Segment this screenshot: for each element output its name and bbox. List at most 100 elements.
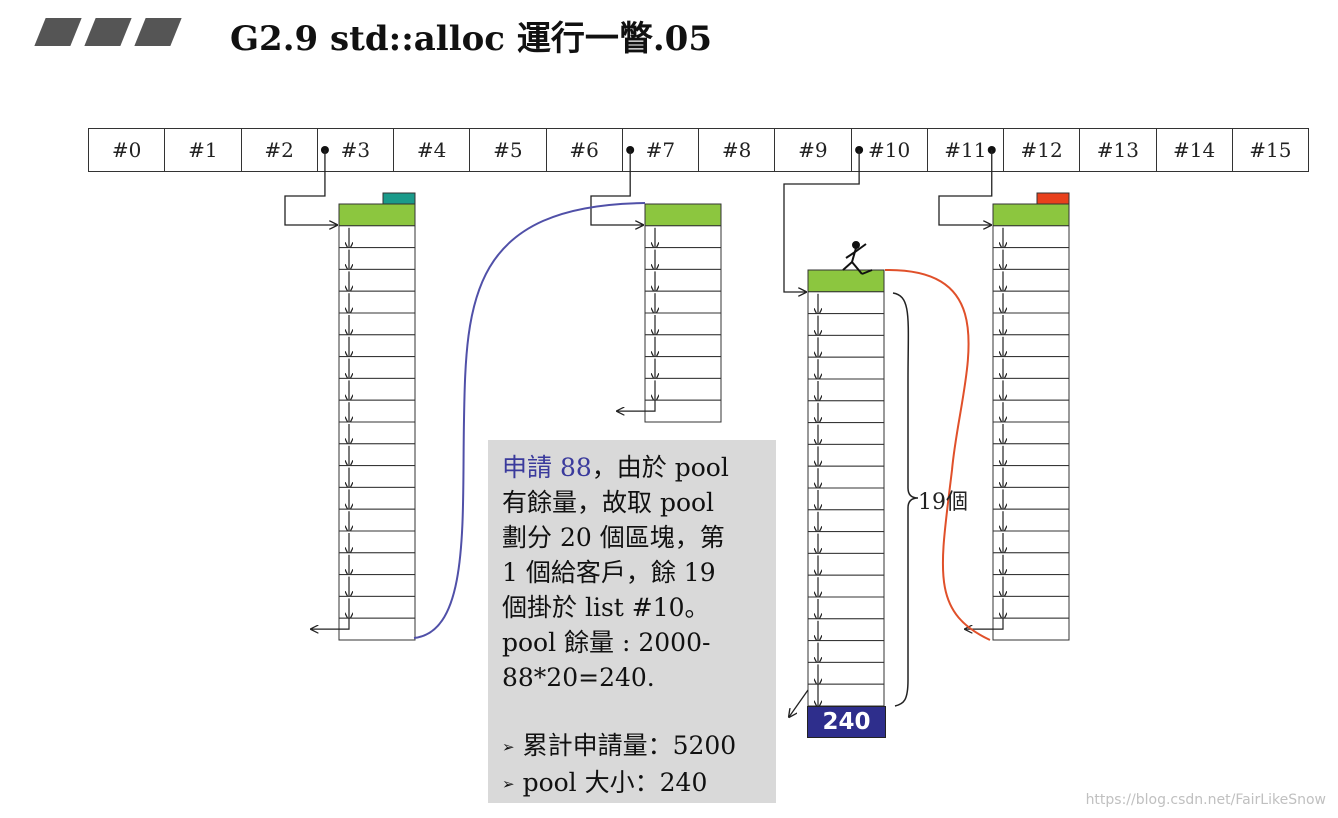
memory-block: [992, 203, 1070, 227]
block-tag-3: [382, 192, 416, 205]
memory-block: [338, 443, 416, 467]
memory-block: [807, 596, 885, 620]
tail-arrow-7: [617, 400, 656, 411]
slot-1: #1: [164, 129, 240, 171]
slot-5: #5: [469, 129, 545, 171]
note-line-6: pool 餘量 : 2000-: [502, 628, 711, 657]
memory-block: [807, 487, 885, 511]
slot-9: #9: [774, 129, 850, 171]
slot-6: #6: [545, 129, 622, 171]
pointer-line-3: [284, 150, 337, 225]
memory-block: [807, 356, 885, 380]
memory-block: [807, 683, 885, 707]
red-link-curve: [884, 268, 991, 641]
block-tag-11: [1036, 192, 1070, 205]
memory-block: [338, 356, 416, 379]
memory-block: [644, 203, 722, 227]
memory-block: [992, 356, 1070, 379]
memory-block: [992, 595, 1070, 619]
note-spacer: [502, 695, 762, 728]
tail-arrow-3: [311, 618, 350, 629]
slot-15: #15: [1231, 129, 1309, 171]
memory-block: [807, 378, 885, 402]
slot-2: #2: [240, 129, 317, 171]
explanation-note: 申請 88，由於 pool 有餘量，故取 pool 劃分 20 個區塊，第 1 …: [488, 440, 776, 803]
memory-block: [992, 268, 1070, 292]
memory-block: [807, 574, 885, 598]
pointer-line-11: [938, 150, 993, 225]
slot-14: #14: [1155, 129, 1232, 171]
memory-block: [807, 269, 885, 293]
memory-block: [338, 247, 416, 270]
slot-7: #7: [621, 129, 698, 171]
watermark: https://blog.csdn.net/FairLikeSnow: [1085, 792, 1326, 808]
memory-block: [338, 617, 416, 641]
free-list-array: #0#1#2#3#4#5#6#7#8#9#10#11#12#13#14#15: [88, 128, 1309, 172]
memory-block: [644, 290, 722, 314]
memory-block: [807, 531, 885, 554]
note-bullet-2: ➢pool 大小：240: [502, 768, 708, 797]
memory-block: [992, 443, 1070, 467]
memory-block: [644, 268, 722, 292]
memory-block: [644, 356, 722, 379]
memory-block: [992, 465, 1070, 488]
pool-remaining-block: 240: [807, 706, 886, 738]
memory-block: [992, 290, 1070, 314]
memory-block: [338, 225, 416, 249]
memory-block: [807, 618, 885, 642]
memory-block: [807, 422, 885, 445]
memory-block: [338, 574, 416, 597]
slot-12: #12: [1003, 129, 1079, 171]
memory-block: [807, 640, 885, 663]
memory-block: [644, 399, 722, 423]
memory-block: [338, 465, 416, 488]
memory-block: [338, 290, 416, 314]
slot-13: #13: [1079, 129, 1155, 171]
memory-block: [807, 400, 885, 424]
memory-block: [992, 530, 1070, 554]
memory-block: [644, 225, 722, 249]
remaining-count-label: 19個: [918, 490, 968, 515]
memory-block: [992, 225, 1070, 249]
memory-block: [807, 661, 885, 685]
memory-block: [992, 377, 1070, 401]
pointer-line-7: [590, 150, 643, 225]
memory-block: [992, 574, 1070, 597]
memory-block: [807, 334, 885, 358]
memory-block: [338, 334, 416, 358]
memory-block: [807, 291, 885, 315]
slot-4: #4: [393, 129, 469, 171]
memory-block: [338, 486, 416, 510]
client-figure-icon: [842, 241, 873, 275]
memory-block: [338, 399, 416, 423]
note-line-4: 1 個給客戶，餘 19: [502, 558, 716, 587]
memory-block: [338, 203, 416, 227]
memory-block: [807, 509, 885, 533]
memory-block: [992, 508, 1070, 532]
brace-19-blocks: [892, 292, 919, 707]
memory-block: [338, 508, 416, 532]
note-line-7: 88*20=240.: [502, 663, 655, 692]
chain-slot-3: [284, 146, 416, 641]
bullet-arrow-icon: ➢: [502, 775, 515, 793]
note-line-2: 有餘量，故取 pool: [502, 488, 715, 517]
bullet-arrow-icon: ➢: [502, 738, 515, 756]
memory-block: [992, 421, 1070, 445]
memory-block: [338, 530, 416, 554]
memory-block: [644, 312, 722, 336]
memory-block: [807, 465, 885, 489]
chain-slot-7: [590, 146, 722, 423]
tail-arrow-11: [965, 618, 1004, 629]
end-arrow-10: [789, 689, 809, 717]
memory-block: [644, 334, 722, 358]
chain-slot-10: [783, 146, 885, 708]
memory-block: [992, 334, 1070, 358]
chain-slot-11: [938, 146, 1070, 641]
note-line-1: 申請 88，由於 pool: [502, 453, 729, 482]
memory-block: [644, 247, 722, 270]
memory-block: [338, 377, 416, 401]
memory-block: [807, 443, 885, 467]
note-line-3: 劃分 20 個區塊，第: [502, 523, 725, 552]
